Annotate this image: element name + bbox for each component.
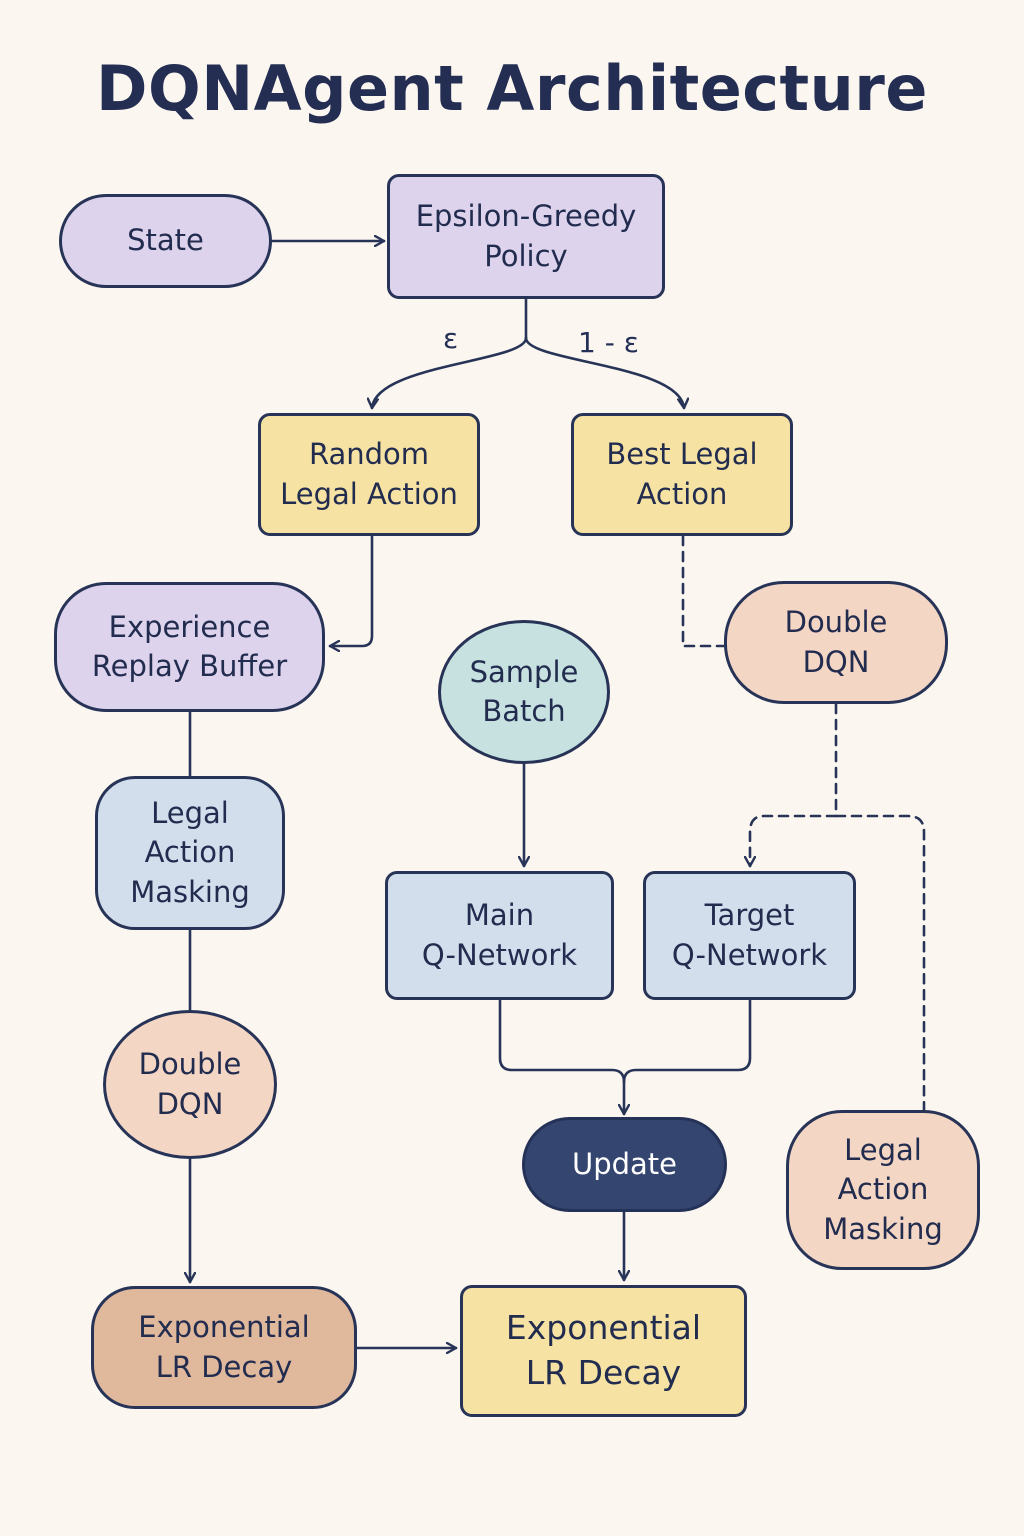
node-exponential-lr-decay-right-label: Exponential LR Decay bbox=[505, 1308, 702, 1392]
node-epsilon-greedy-policy-label: Epsilon-Greedy Policy bbox=[415, 199, 637, 273]
node-random-legal-action: Random Legal Action bbox=[258, 413, 480, 536]
edge-targetq-update bbox=[622, 998, 752, 1084]
node-double-dqn-left: Double DQN bbox=[103, 1010, 277, 1159]
node-legal-action-masking-left-label: Legal Action Masking bbox=[130, 795, 250, 909]
node-double-dqn-right: Double DQN bbox=[724, 581, 948, 704]
node-random-legal-action-label: Random Legal Action bbox=[280, 437, 458, 511]
node-double-dqn-right-label: Double DQN bbox=[784, 605, 888, 679]
node-legal-action-masking-right: Legal Action Masking bbox=[786, 1110, 980, 1270]
node-legal-action-masking-left: Legal Action Masking bbox=[95, 776, 285, 930]
node-target-q-network: Target Q-Network bbox=[643, 871, 856, 1000]
node-sample-batch-label: Sample Batch bbox=[469, 654, 579, 728]
edge-random-replay bbox=[328, 534, 374, 646]
node-state: State bbox=[59, 194, 272, 288]
node-exponential-lr-decay-right: Exponential LR Decay bbox=[460, 1285, 747, 1417]
diagram-title: DQNAgent Architecture bbox=[96, 52, 928, 125]
edge-label-one-minus-epsilon: 1 - ε bbox=[578, 326, 639, 359]
node-best-legal-action: Best Legal Action bbox=[571, 413, 793, 536]
node-experience-replay-buffer-label: Experience Replay Buffer bbox=[91, 609, 288, 683]
edge-policy-random bbox=[372, 336, 528, 410]
node-experience-replay-buffer: Experience Replay Buffer bbox=[54, 582, 325, 712]
edge-doubledqn-target bbox=[750, 702, 838, 868]
node-double-dqn-left-label: Double DQN bbox=[138, 1047, 242, 1121]
node-legal-action-masking-right-label: Legal Action Masking bbox=[823, 1132, 943, 1246]
edge-policy-best bbox=[524, 336, 684, 410]
edge-label-epsilon: ε bbox=[443, 322, 459, 355]
node-state-label: State bbox=[127, 223, 204, 258]
edge-mainq-update bbox=[498, 998, 626, 1084]
node-target-q-network-label: Target Q-Network bbox=[671, 898, 828, 972]
edge-best-doubledqn bbox=[681, 534, 727, 648]
node-main-q-network: Main Q-Network bbox=[385, 871, 614, 1000]
node-epsilon-greedy-policy: Epsilon-Greedy Policy bbox=[387, 174, 665, 299]
node-update: Update bbox=[522, 1117, 727, 1212]
node-exponential-lr-decay-left-label: Exponential LR Decay bbox=[138, 1310, 310, 1384]
node-update-label: Update bbox=[571, 1146, 678, 1181]
edge-doubledqn-masking bbox=[834, 814, 926, 1112]
node-exponential-lr-decay-left: Exponential LR Decay bbox=[91, 1286, 357, 1409]
node-sample-batch: Sample Batch bbox=[438, 620, 610, 764]
node-best-legal-action-label: Best Legal Action bbox=[606, 437, 758, 511]
node-main-q-network-label: Main Q-Network bbox=[421, 898, 578, 972]
